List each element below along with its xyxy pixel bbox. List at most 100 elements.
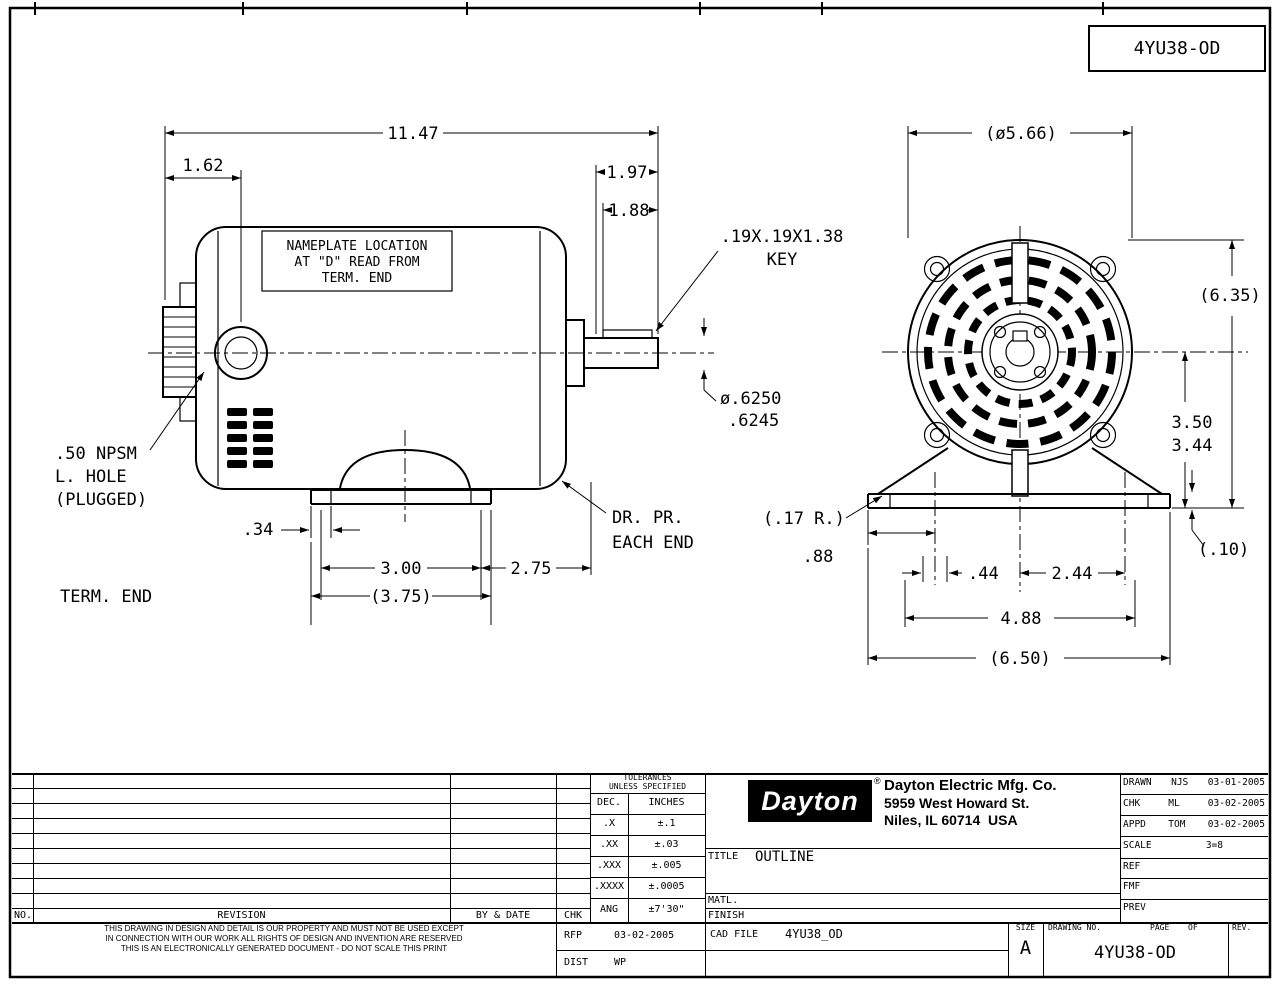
nameplate-line2: AT "D" READ FROM (294, 255, 419, 270)
of-label: OF (1188, 923, 1198, 932)
title-block-divider (12, 788, 590, 789)
dim-6-50-label: (6.50) (989, 649, 1050, 669)
title-block-divider (590, 898, 705, 899)
drawing-geometry (703, 389, 717, 402)
tol-ang-value: ±7'30" (648, 904, 685, 915)
shaft-hub-end (981, 313, 1059, 391)
drawing-number-top: 4YU38-OD (1133, 38, 1221, 59)
drawing-geometry (339, 448, 471, 489)
drawing-geometry (944, 276, 1096, 428)
title-block-divider (12, 773, 1268, 775)
npsm-note: .50 NPSM L. HOLE (PLUGGED) (55, 371, 205, 510)
title-block-divider (590, 773, 591, 922)
dim-foot-to-face: 2.75 (481, 482, 592, 579)
size-label: SIZE (1015, 923, 1036, 932)
title-block-divider (590, 835, 705, 836)
drawing-geometry (989, 321, 1051, 383)
title-block-divider (12, 818, 590, 819)
drawn-row: DRAWN NJS 03-01-2005 (1123, 777, 1265, 788)
title-block-divider (1120, 858, 1268, 859)
sheet-border (8, 2, 1272, 979)
drawing-geometry (179, 282, 197, 308)
tolerances-header-2: UNLESS SPECIFIED (608, 782, 687, 791)
conduit-hub (162, 282, 197, 422)
dim-shaft-188: 1.88 (602, 201, 658, 334)
title-block-divider (628, 793, 629, 922)
rfp-date: 03-02-2005 (614, 930, 675, 941)
dim-4-88-label: 4.88 (1001, 609, 1042, 629)
matl-label: MATL. (708, 895, 739, 906)
company-address-2: Niles, IL 60714 USA (884, 812, 1018, 828)
drawn-by: NJS (1171, 777, 1189, 788)
drawing-geometry (993, 365, 1007, 379)
title-block-divider (1228, 922, 1229, 977)
drain-note: DR. PR. EACH END (561, 480, 694, 553)
dim-center-to-slot: 2.44 (1020, 564, 1125, 584)
tol-col-inches: INCHES (648, 797, 685, 808)
title-block-divider (1120, 878, 1268, 879)
title-block-divider (1120, 773, 1121, 922)
title-block-divider (590, 793, 705, 794)
drawing-geometry (1095, 261, 1111, 277)
dim-foot-span: 3.00 (320, 510, 482, 600)
size-value: A (1019, 937, 1032, 959)
dayton-logo-text: Dayton (761, 785, 859, 816)
dim-34-label: .34 (243, 520, 274, 540)
appd-date: 03-02-2005 (1207, 819, 1265, 830)
drawing-geometry (1033, 325, 1047, 339)
dim-edge-to-slot: .88 (803, 510, 935, 567)
drawing-geometry (964, 296, 1076, 408)
company-address-1: 5959 West Howard St. (884, 795, 1030, 811)
drawing-geometry (8, 6, 1272, 979)
tol-dec-xxxx: .XXXX (593, 881, 625, 892)
rev-label: REV. (1232, 923, 1252, 932)
nameplate-note: NAMEPLATE LOCATION AT "D" READ FROM TERM… (261, 230, 453, 292)
dim-shaft-height: 3.50 3.44 (1172, 352, 1212, 508)
drawn-date: 03-01-2005 (1207, 777, 1265, 788)
drawing-geometry (845, 495, 883, 519)
drawing-geometry (227, 421, 247, 429)
drawing-geometry (923, 255, 951, 283)
nameplate-line3: TERM. END (322, 271, 393, 286)
appd-by: TOM (1168, 819, 1186, 830)
shaft-dia-line1: ø.6250 (720, 389, 781, 409)
foot-radius-note: (.17 R.) (763, 495, 883, 529)
nameplate-line1: NAMEPLATE LOCATION (287, 239, 428, 254)
drawing-geometry (877, 447, 949, 495)
tolerances-header-1: TOLERANCES (623, 773, 672, 782)
shaft-dia-line2: .6245 (728, 411, 779, 431)
dim-pad-height: (.10) (1189, 470, 1249, 560)
drawing-geometry (1091, 447, 1163, 495)
dim-11-47-label: 11.47 (387, 124, 438, 144)
drawing-geometry (1191, 529, 1205, 547)
company-name: Dayton Electric Mfg. Co. (884, 777, 1057, 794)
dim-44-label: .44 (968, 564, 999, 584)
tol-ang-label: ANG (599, 904, 619, 915)
drawing-geometry (253, 408, 273, 416)
rfp-label: RFP (564, 930, 583, 941)
scale-value: 3=8 (1205, 840, 1223, 851)
drawing-geometry (1095, 427, 1111, 443)
ref-label: REF (1123, 861, 1141, 872)
drawing-geometry (1033, 365, 1047, 379)
bottom-web (1011, 449, 1029, 497)
title-block-divider (705, 908, 1120, 909)
chk-date: 03-02-2005 (1207, 798, 1265, 809)
dim-1-62-label: 1.62 (183, 156, 224, 176)
drawing-geometry (1089, 421, 1117, 449)
tol-dec-x: .X (602, 818, 616, 829)
drawing-geometry (253, 447, 273, 455)
page-label: PAGE (1150, 923, 1170, 932)
drpr-line1: DR. PR. (612, 508, 684, 528)
tol-col-dec: DEC. (596, 797, 622, 808)
title-block-divider (12, 803, 590, 804)
title-block-divider (556, 950, 1008, 951)
dim-88-label: .88 (803, 547, 834, 567)
scale-label: SCALE (1123, 840, 1152, 851)
end-view: (ø5.66) (6.35) 3.50 3.44 (.17 R.) .88 (763, 124, 1261, 669)
title-block-divider (705, 893, 1120, 894)
key-note: .19X.19X1.38 KEY (655, 227, 843, 332)
title-block-divider (12, 833, 590, 834)
dim-3-00-label: 3.00 (381, 559, 422, 579)
